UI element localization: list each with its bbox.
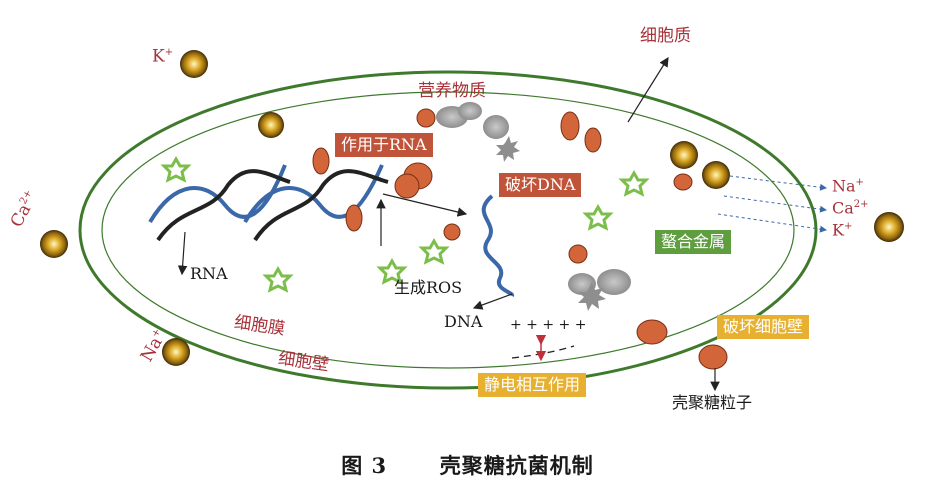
dna-label: DNA (444, 312, 483, 331)
chitosan-particle (443, 223, 461, 241)
metal-ion-sphere (670, 141, 698, 169)
ros-star (160, 155, 192, 183)
metal-ion-sphere (702, 161, 730, 189)
ros-star (418, 237, 450, 265)
negative-charge-dashes (511, 345, 575, 359)
nutrient-cloud (568, 269, 631, 295)
k-plus-label: K+ (152, 46, 174, 67)
metal-ion-sphere (162, 338, 190, 366)
chitosan-particle (394, 173, 420, 199)
chitosan-particle (636, 319, 668, 345)
chitosan-particle-label: 壳聚糖粒子 (672, 393, 753, 412)
ca-label-right: Ca2+ (832, 198, 869, 218)
cell-membrane-outline (101, 91, 795, 369)
nutrients-label: 营养物质 (418, 81, 486, 101)
rna-helix-left (148, 164, 291, 242)
debris-spiky (496, 136, 520, 162)
chitosan-particle (698, 344, 728, 370)
metal-ion-sphere (40, 230, 68, 258)
metal-ion-sphere (180, 50, 208, 78)
ros-star (262, 265, 294, 293)
arrow-rna-down (177, 231, 188, 276)
arrow-na-efflux (729, 175, 827, 191)
act-on-rna-box: 作用于RNA (335, 133, 433, 158)
chitosan-particle (568, 244, 588, 264)
rna-label: RNA (190, 264, 228, 283)
chitosan-particle (345, 204, 363, 232)
figure-number: 图 3 (341, 453, 388, 478)
debris-spiky (578, 282, 606, 311)
ros-star (582, 203, 614, 231)
destroy-cell-wall-box: 破坏细胞壁 (717, 315, 810, 340)
rna-helix-right (243, 164, 389, 242)
figure-title: 壳聚糖抗菌机制 (439, 453, 594, 478)
ros-star (618, 169, 650, 197)
cell-wall-outline (78, 70, 818, 390)
chitosan-particle (560, 111, 580, 141)
chitosan-particle (312, 147, 330, 175)
arrow-to-cytoplasm (627, 56, 669, 123)
arrow-to-dna (382, 193, 468, 217)
cytoplasm-label: 细胞质 (640, 26, 691, 46)
ros-label: 生成ROS (394, 278, 463, 297)
na-label-right: Na+ (832, 176, 864, 196)
chitosan-particle (416, 108, 436, 128)
nutrient-cloud (483, 115, 509, 139)
ros-star (376, 257, 408, 285)
nutrient-cloud (436, 102, 482, 128)
dna-strand (481, 194, 514, 297)
charges-label: + + + + + (510, 317, 587, 333)
arrow-k-efflux (717, 213, 827, 233)
chitosan-particle (584, 127, 602, 153)
figure-caption: 图 3 壳聚糖抗菌机制 (0, 450, 935, 480)
chitosan-particle (673, 173, 693, 191)
destroy-dna-box: 破坏DNA (499, 173, 582, 198)
arrow-dna-label (472, 293, 513, 310)
metal-ion-sphere (258, 112, 284, 138)
arrow-ca-efflux (723, 195, 827, 213)
k-label-right: K+ (832, 220, 853, 240)
chelate-metal-box: 螯合金属 (655, 230, 732, 255)
electrostatic-box: 静电相互作用 (478, 373, 587, 398)
metal-ion-sphere (874, 212, 904, 242)
